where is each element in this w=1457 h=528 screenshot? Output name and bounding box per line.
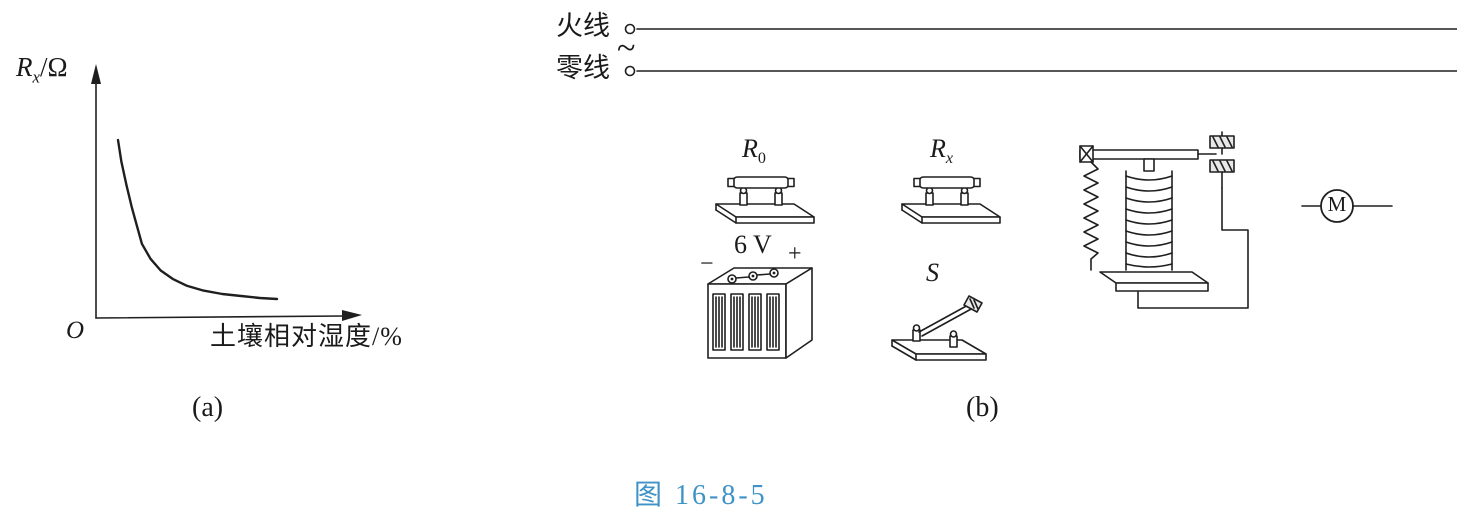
resistor-r0-drawing (715, 176, 815, 224)
origin-label: O (66, 317, 85, 344)
resistor-r0-label: R0 (742, 134, 766, 168)
ac-source-symbol: ~ (617, 30, 636, 67)
figure-caption: 图 16-8-5 (634, 480, 768, 511)
humidity-curve (116, 138, 279, 301)
motor-drawing (1301, 189, 1393, 223)
panel-b-label: (b) (966, 392, 999, 423)
panel-a-label: (a) (192, 392, 224, 423)
y-axis-label-symbol: R (16, 52, 33, 82)
neutral-wire-label: 零线 (556, 53, 610, 83)
y-axis-label-unit: /Ω (39, 52, 68, 82)
motor-label: M (1327, 192, 1347, 216)
switch-label: S (926, 258, 939, 287)
panel-a-axes (91, 64, 362, 321)
battery-voltage-label: 6 V (734, 230, 772, 259)
resistor-rx-drawing (901, 176, 1001, 224)
y-axis-label-subscript: x (32, 67, 40, 87)
battery-drawing (707, 267, 813, 359)
mains-wires (624, 23, 1457, 77)
x-axis-label: 土壤相对湿度/% (210, 322, 403, 351)
y-axis-label: Rx/Ω (16, 54, 68, 86)
relay-drawing (1079, 131, 1249, 309)
switch-drawing (891, 295, 987, 361)
resistor-rx-label: Rx (930, 134, 954, 168)
battery-minus-terminal: − (700, 251, 714, 277)
battery-plus-terminal: + (788, 241, 802, 267)
live-wire-label: 火线 (556, 11, 610, 41)
